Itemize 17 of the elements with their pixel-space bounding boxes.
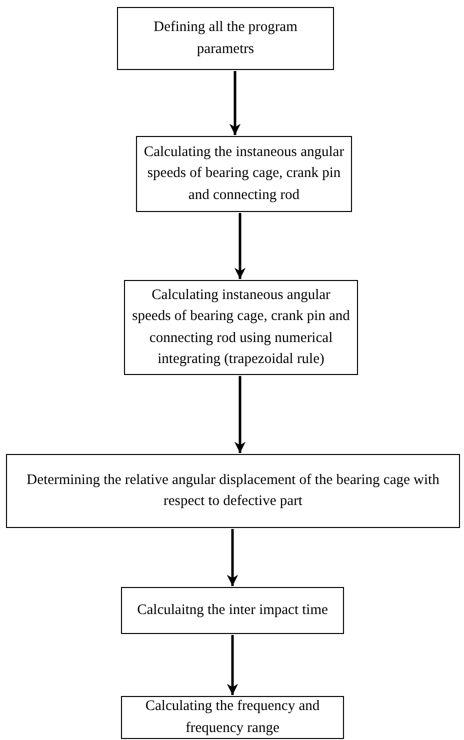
step-text: Calculating the frequency and frequency range <box>144 697 321 738</box>
process-box <box>124 280 358 375</box>
step-text: Determining the relative angular displacement of the bearing cage with respect to defective part <box>26 470 440 511</box>
step-text: Calculating instaneous angular speeds of bearing cage, crank pin and connecting rod using numerical integrating (trapezoidal rule) <box>131 286 351 369</box>
arrow <box>234 213 246 279</box>
step-text: Calculaitng the inter impact time <box>137 600 328 620</box>
arrow <box>226 635 238 695</box>
process-box <box>136 136 352 212</box>
arrow <box>226 529 238 586</box>
process-box <box>121 587 344 634</box>
step-text: Calculating the instaneous angular speeds of bearing cage, crank pin and connecting rod <box>143 143 345 204</box>
process-box <box>6 454 460 528</box>
process-box <box>117 7 334 70</box>
arrow <box>234 376 246 453</box>
step-text: Defining all the program parametrs <box>152 18 298 58</box>
arrow <box>229 71 241 135</box>
process-box <box>121 696 344 739</box>
